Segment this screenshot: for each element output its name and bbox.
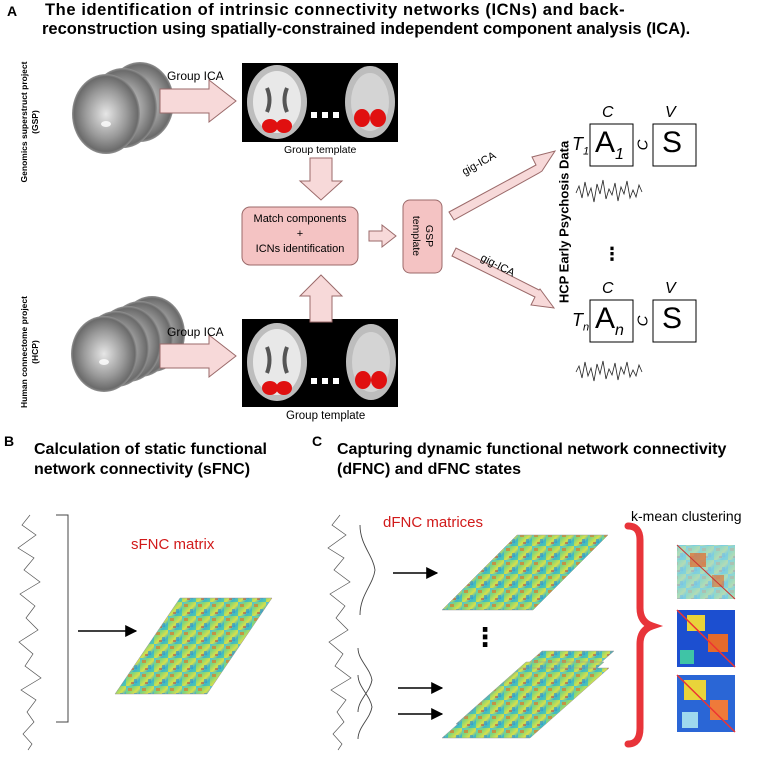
cluster-state-3 bbox=[676, 674, 736, 733]
clustering-brace bbox=[624, 522, 664, 748]
matrix-bottom-S: S bbox=[662, 302, 683, 335]
group-template-label-top: Group template bbox=[284, 144, 357, 156]
matrix-top-A: A1 bbox=[595, 126, 624, 164]
hcp-label-line1: Human connectome project bbox=[19, 296, 29, 408]
group-ica-arrow-bottom bbox=[159, 333, 237, 379]
match-components-box bbox=[241, 206, 359, 266]
matrix-A-top bbox=[589, 123, 634, 167]
matrix-bottom-col1: C bbox=[602, 280, 614, 297]
matrix-bottom-A-sub: n bbox=[615, 322, 624, 339]
matrix-bottom-row-letter: T bbox=[572, 310, 583, 330]
matrix-top-col1: C bbox=[602, 104, 614, 121]
matrix-bottom-A: An bbox=[595, 302, 624, 340]
group-template-image-top bbox=[242, 63, 398, 142]
window-gaussian-2 bbox=[357, 647, 373, 713]
sfnc-timeseries bbox=[17, 514, 42, 751]
panel-c-title-line1: Capturing dynamic functional network con… bbox=[337, 441, 727, 458]
group-template-label-bottom: Group template bbox=[286, 410, 366, 422]
group-ica-label-bottom: Group ICA bbox=[167, 325, 224, 339]
gsp-scan-stack bbox=[72, 62, 174, 154]
gig-ica-arrow-down bbox=[451, 247, 556, 309]
matrix-bottom-A-letter: A bbox=[595, 302, 616, 335]
gig-ica-arrow-up bbox=[448, 150, 557, 221]
gsp-label-line1: Genomics superstruct project bbox=[19, 61, 29, 183]
panel-b-letter: B bbox=[4, 433, 15, 449]
cluster-state-1 bbox=[676, 544, 736, 600]
sfnc-matrix bbox=[114, 597, 273, 695]
gsp-template-line1: GSP bbox=[423, 224, 435, 248]
hcp-label-line2: (HCP) bbox=[30, 340, 40, 364]
match-components-text: Match components + ICNs identification bbox=[242, 212, 358, 257]
matrix-top-A-letter: A bbox=[595, 126, 616, 159]
dfnc-matrix-stack-front bbox=[441, 667, 610, 739]
timeseries-top bbox=[575, 179, 643, 203]
vertical-ellipsis-a: ⋮ bbox=[603, 244, 621, 264]
group-ica-label-top: Group ICA bbox=[167, 69, 224, 83]
matrix-top-row-sub: 1 bbox=[583, 145, 590, 158]
match-line2: + bbox=[296, 228, 304, 240]
dfnc-matrix-top bbox=[441, 534, 609, 611]
gsp-label-line2: (GSP) bbox=[30, 110, 40, 134]
vertical-ellipsis-c: ⋮ bbox=[472, 622, 498, 652]
dfnc-timeseries bbox=[327, 514, 352, 751]
down-arrow-to-match bbox=[298, 157, 344, 201]
matrix-bottom-mid: C bbox=[634, 315, 652, 327]
hcp-scan-stack bbox=[71, 296, 185, 392]
matrix-top-row-letter: T bbox=[572, 134, 583, 154]
sfnc-bracket bbox=[56, 514, 69, 723]
gsp-vertical-label: Genomics superstruct project (GSP) bbox=[19, 62, 41, 183]
matrix-A-bottom bbox=[589, 299, 634, 343]
match-line3: ICNs identification bbox=[255, 243, 345, 255]
arrow-to-gsp-template bbox=[368, 223, 397, 249]
panel-c-title-line2: (dFNC) and dFNC states bbox=[337, 461, 521, 478]
matrix-top-A-sub: 1 bbox=[615, 146, 624, 163]
window-gaussian-3 bbox=[357, 674, 373, 740]
group-template-image-bottom bbox=[242, 319, 398, 407]
matrix-S-bottom bbox=[652, 299, 697, 343]
matrix-bottom-col2: V bbox=[665, 280, 676, 297]
dfnc-matrices-label: dFNC matrices bbox=[383, 514, 484, 531]
timeseries-bottom bbox=[575, 360, 643, 382]
panel-b-title-line2: network connectivity (sFNC) bbox=[34, 461, 251, 478]
gsp-template-text: GSP template bbox=[409, 216, 435, 256]
hcp-vertical-label: Human connectome project (HCP) bbox=[19, 296, 41, 408]
panel-c-letter: C bbox=[312, 433, 323, 449]
panel-a-letter: A bbox=[7, 3, 18, 19]
panel-a-title-line1: The identification of intrinsic connecti… bbox=[45, 1, 626, 19]
matrix-S-top bbox=[652, 123, 697, 167]
hcp-early-psychosis-label: HCP Early Psychosis Data bbox=[556, 140, 572, 304]
up-arrow-to-match bbox=[298, 274, 344, 323]
matrix-top-col2: V bbox=[665, 104, 676, 121]
panel-a-title-line2: reconstruction using spatially-constrain… bbox=[42, 20, 691, 38]
matrix-bottom-row-sub: n bbox=[583, 321, 590, 334]
matrix-top-row: T1 bbox=[572, 134, 589, 158]
panel-b-title-line1: Calculation of static functional bbox=[34, 441, 267, 458]
cluster-state-2 bbox=[676, 609, 736, 668]
sfnc-matrix-label: sFNC matrix bbox=[131, 536, 215, 553]
group-ica-arrow-top bbox=[159, 78, 237, 124]
gsp-template-box bbox=[402, 199, 443, 274]
gsp-template-line2: template bbox=[410, 215, 422, 257]
kmean-clustering-label: k-mean clustering bbox=[631, 508, 742, 524]
window-gaussian-1 bbox=[359, 524, 376, 616]
match-line1: Match components bbox=[253, 213, 347, 225]
matrix-top-S: S bbox=[662, 126, 683, 159]
matrix-bottom-row: Tn bbox=[572, 310, 589, 334]
matrix-top-mid: C bbox=[634, 139, 652, 151]
